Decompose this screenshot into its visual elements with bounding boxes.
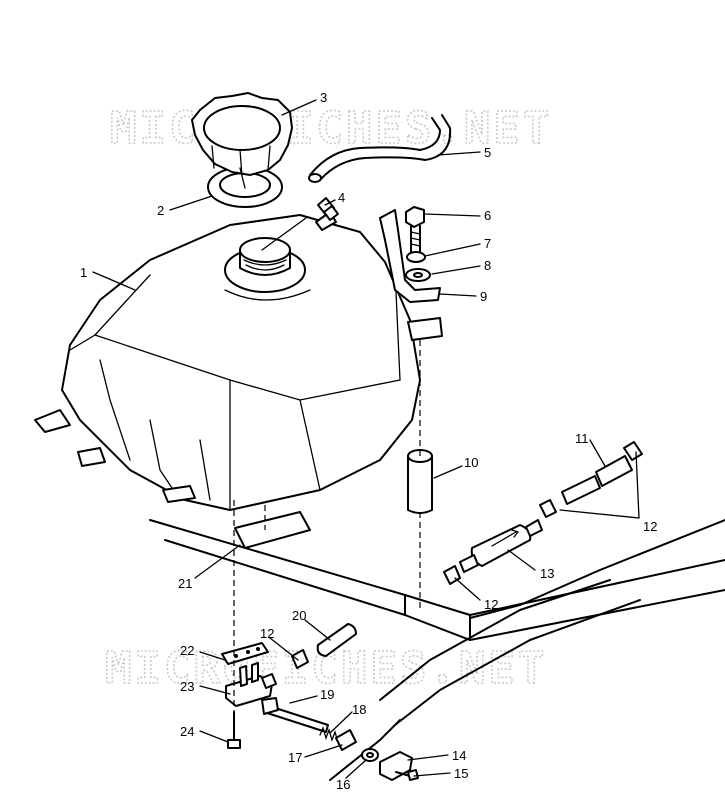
callout-6: 6	[484, 208, 491, 223]
callout-3: 3	[320, 90, 327, 105]
screw-24	[227, 711, 241, 749]
bolt	[405, 206, 425, 253]
fuel-hose-20	[316, 623, 357, 657]
callout-9: 9	[480, 289, 487, 304]
callout-4: 4	[338, 190, 345, 205]
choke-shaft	[261, 697, 329, 733]
fuel-tank	[34, 211, 443, 511]
callout-16: 16	[336, 777, 350, 792]
knob-14	[379, 751, 413, 781]
callout-18: 18	[352, 702, 366, 717]
watermark-top: MICROFICHES.NET	[110, 103, 552, 154]
washer-16	[361, 748, 379, 762]
callout-15: 15	[454, 766, 468, 781]
frame	[149, 519, 725, 781]
vent-fitting	[317, 197, 339, 221]
callout-5: 5	[484, 145, 491, 160]
callout-21: 21	[178, 576, 192, 591]
callout-12: 12	[484, 597, 498, 612]
callout-17: 17	[288, 750, 302, 765]
leader-lines	[92, 99, 640, 779]
callout-24: 24	[180, 724, 194, 739]
callout-1: 1	[80, 265, 87, 280]
fuel-petcock	[225, 662, 277, 707]
spring	[319, 726, 339, 743]
hose-clamp	[291, 441, 643, 669]
alignment-lines	[233, 340, 421, 712]
callout-2: 2	[157, 203, 164, 218]
callout-10: 10	[464, 455, 478, 470]
gasket	[207, 166, 283, 208]
washer-8-hole	[413, 272, 423, 278]
fuel-cap	[191, 92, 293, 189]
callout-23: 23	[180, 679, 194, 694]
spacer	[407, 449, 433, 514]
fuel-hose-11	[561, 455, 633, 505]
clip-17	[335, 729, 357, 751]
callout-8: 8	[484, 258, 491, 273]
tank-pad	[234, 511, 311, 549]
callout-14: 14	[452, 748, 466, 763]
callout-19: 19	[320, 687, 334, 702]
callout-12: 12	[643, 519, 657, 534]
tank-bracket	[379, 209, 441, 303]
petcock-plate	[221, 642, 269, 665]
callout-11: 11	[575, 431, 589, 446]
callout-12: 12	[260, 626, 274, 641]
callout-7: 7	[484, 236, 491, 251]
callout-20: 20	[292, 608, 306, 623]
callout-22: 22	[180, 643, 194, 658]
vent-hose	[308, 114, 452, 183]
fuel-filter	[459, 519, 543, 573]
screw-15	[395, 769, 419, 781]
callout-13: 13	[540, 566, 554, 581]
washer-7	[406, 251, 426, 263]
